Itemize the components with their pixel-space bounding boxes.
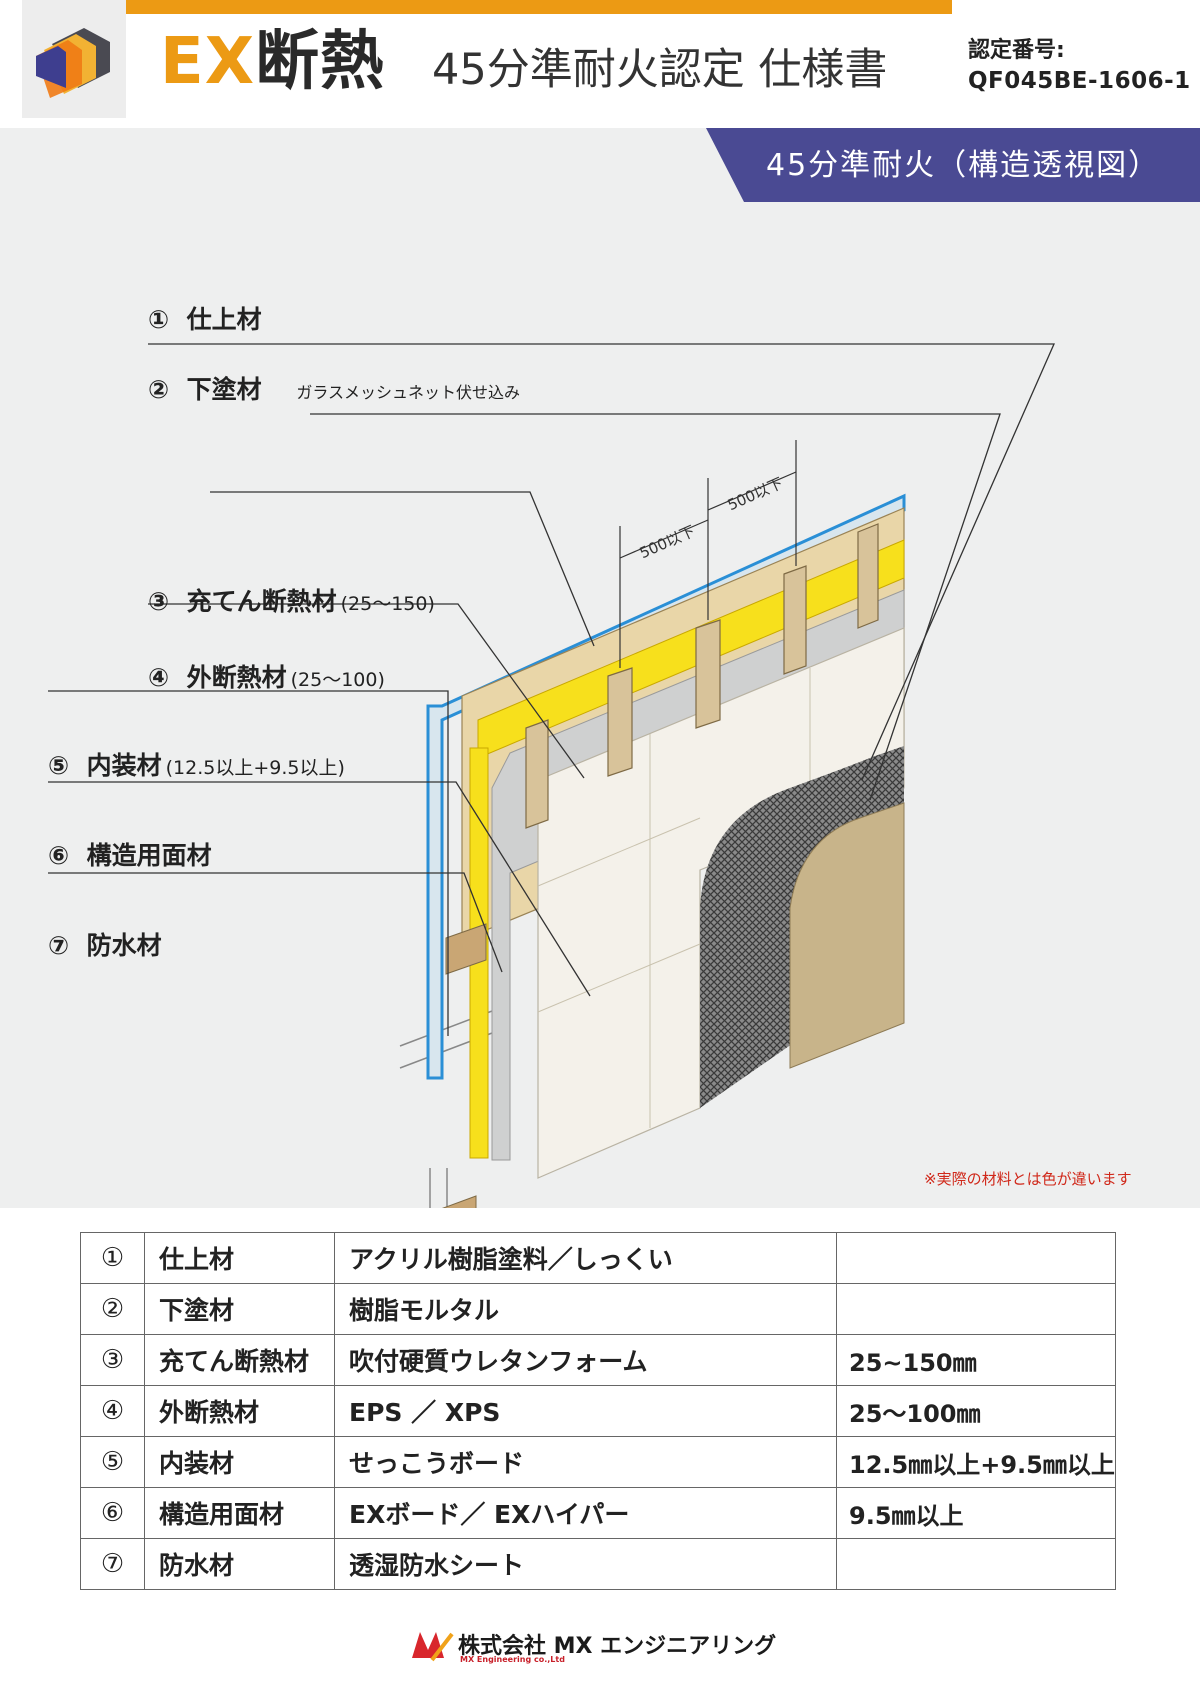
certification-number: QF045BE-1606-1 [968,68,1191,94]
table-row: ⑥ 構造用面材 EXボード／ EXハイパー 9.5㎜以上 [80,1487,1116,1539]
label-structural: ⑥ 構造用面材 [48,840,212,872]
label-7-name: 防水材 [86,931,162,960]
table-row: ② 下塗材 樹脂モルタル [80,1283,1116,1335]
row-material: せっこうボード [334,1436,837,1488]
row-dimension: 12.5㎜以上+9.5㎜以上 [836,1436,1116,1488]
document-title: 45分準耐火認定 仕様書 [432,45,888,95]
label-5-num: ⑤ [48,751,70,780]
certification-block: 認定番号: QF045BE-1606-1 [968,35,1191,97]
row-item: 防水材 [144,1538,335,1590]
studs [525,523,879,829]
label-4-sub: (25～100) [290,669,385,691]
row-num: ⑦ [80,1538,145,1590]
table-row: ⑤ 内装材 せっこうボード 12.5㎜以上+9.5㎜以上 [80,1436,1116,1488]
label-2-name: 下塗材 [186,375,262,404]
row-material: EXボード／ EXハイパー [334,1487,837,1539]
company-name: 株式会社 MX エンジニアリング [458,1634,777,1659]
label-finish: ① 仕上材 [148,304,262,336]
label-4-num: ④ [148,663,170,692]
row-num: ③ [80,1334,145,1386]
row-dimension: 25～100㎜ [836,1385,1116,1437]
label-3-num: ③ [148,587,170,616]
table-row: ⑦ 防水材 透湿防水シート [80,1538,1116,1590]
label-2-note: ガラスメッシュネット伏せ込み [296,383,521,402]
structure-diagram-area: 45分準耐火（構造透視図） [0,128,1200,1208]
row-dimension: 25~150㎜ [836,1334,1116,1386]
ledger [445,923,487,975]
row-item: 外断熱材 [144,1385,335,1437]
diagram-banner-text: 45分準耐火（構造透視図） [766,148,1161,183]
leader-lines [48,343,1055,1036]
color-disclaimer: ※実際の材料とは色が違います [924,1170,1132,1188]
row-material: 吹付硬質ウレタンフォーム [334,1334,837,1386]
header-accent-bar [120,0,952,14]
label-undercoat: ② 下塗材 ガラスメッシュネット伏せ込み [148,374,520,409]
wall-section-illustration [48,343,1055,1208]
label-6-num: ⑥ [48,841,70,870]
table-row: ① 仕上材 アクリル樹脂塗料／しっくい [80,1232,1116,1284]
row-num: ⑤ [80,1436,145,1488]
logo-mark-icon [36,28,110,98]
spec-table: ① 仕上材 アクリル樹脂塗料／しっくい ② 下塗材 樹脂モルタル ③ 充てん断熱… [80,1232,1116,1590]
label-fill-insulation: ③ 充てん断熱材(25～150) [148,586,435,620]
brand-logo [22,0,126,118]
company-footer: 株式会社 MX エンジニアリング MX Engineering co.,Ltd [410,1628,776,1668]
certification-label: 認定番号: [968,38,1065,63]
row-material: 樹脂モルタル [334,1283,837,1335]
row-num: ② [80,1283,145,1335]
row-item: 仕上材 [144,1232,335,1284]
row-material: 透湿防水シート [334,1538,837,1590]
row-dimension [836,1283,1116,1335]
row-dimension [836,1232,1116,1284]
label-external-insulation: ④ 外断熱材(25～100) [148,662,385,696]
label-4-name: 外断熱材 [186,663,287,692]
row-item: 下塗材 [144,1283,335,1335]
sill-plate [441,1195,477,1208]
diagram-banner: 45分準耐火（構造透視図） [706,128,1200,202]
row-material: アクリル樹脂塗料／しっくい [334,1232,837,1284]
row-item: 内装材 [144,1436,335,1488]
label-interior: ⑤ 内装材(12.5以上+9.5以上) [48,750,345,784]
label-6-name: 構造用面材 [86,841,212,870]
label-2-num: ② [148,375,170,404]
company-logo-icon [412,1632,454,1662]
row-item: 構造用面材 [144,1487,335,1539]
label-7-num: ⑦ [48,931,70,960]
finish-layer [789,802,905,1069]
row-material: EPS ／ XPS [334,1385,837,1437]
label-1-num: ① [148,305,170,334]
brand-ex: EX [160,25,256,99]
row-num: ① [80,1232,145,1284]
label-5-name: 内装材 [86,751,162,780]
brand-danetsu: 断熱 [255,25,386,99]
label-3-sub: (25～150) [340,593,435,615]
row-item: 充てん断熱材 [144,1334,335,1386]
dimension-lines [619,440,797,668]
row-dimension: 9.5㎜以上 [836,1487,1116,1539]
label-waterproof: ⑦ 防水材 [48,930,162,962]
table-row: ③ 充てん断熱材 吹付硬質ウレタンフォーム 25~150㎜ [80,1334,1116,1386]
row-num: ④ [80,1385,145,1437]
label-1-name: 仕上材 [186,305,262,334]
row-dimension [836,1538,1116,1590]
label-3-name: 充てん断熱材 [186,587,337,616]
label-5-sub: (12.5以上+9.5以上) [165,757,345,779]
table-row: ④ 外断熱材 EPS ／ XPS 25～100㎜ [80,1385,1116,1437]
company-name-en: MX Engineering co.,Ltd [460,1655,565,1664]
row-num: ⑥ [80,1487,145,1539]
brand-title: EX断熱 [160,22,385,102]
